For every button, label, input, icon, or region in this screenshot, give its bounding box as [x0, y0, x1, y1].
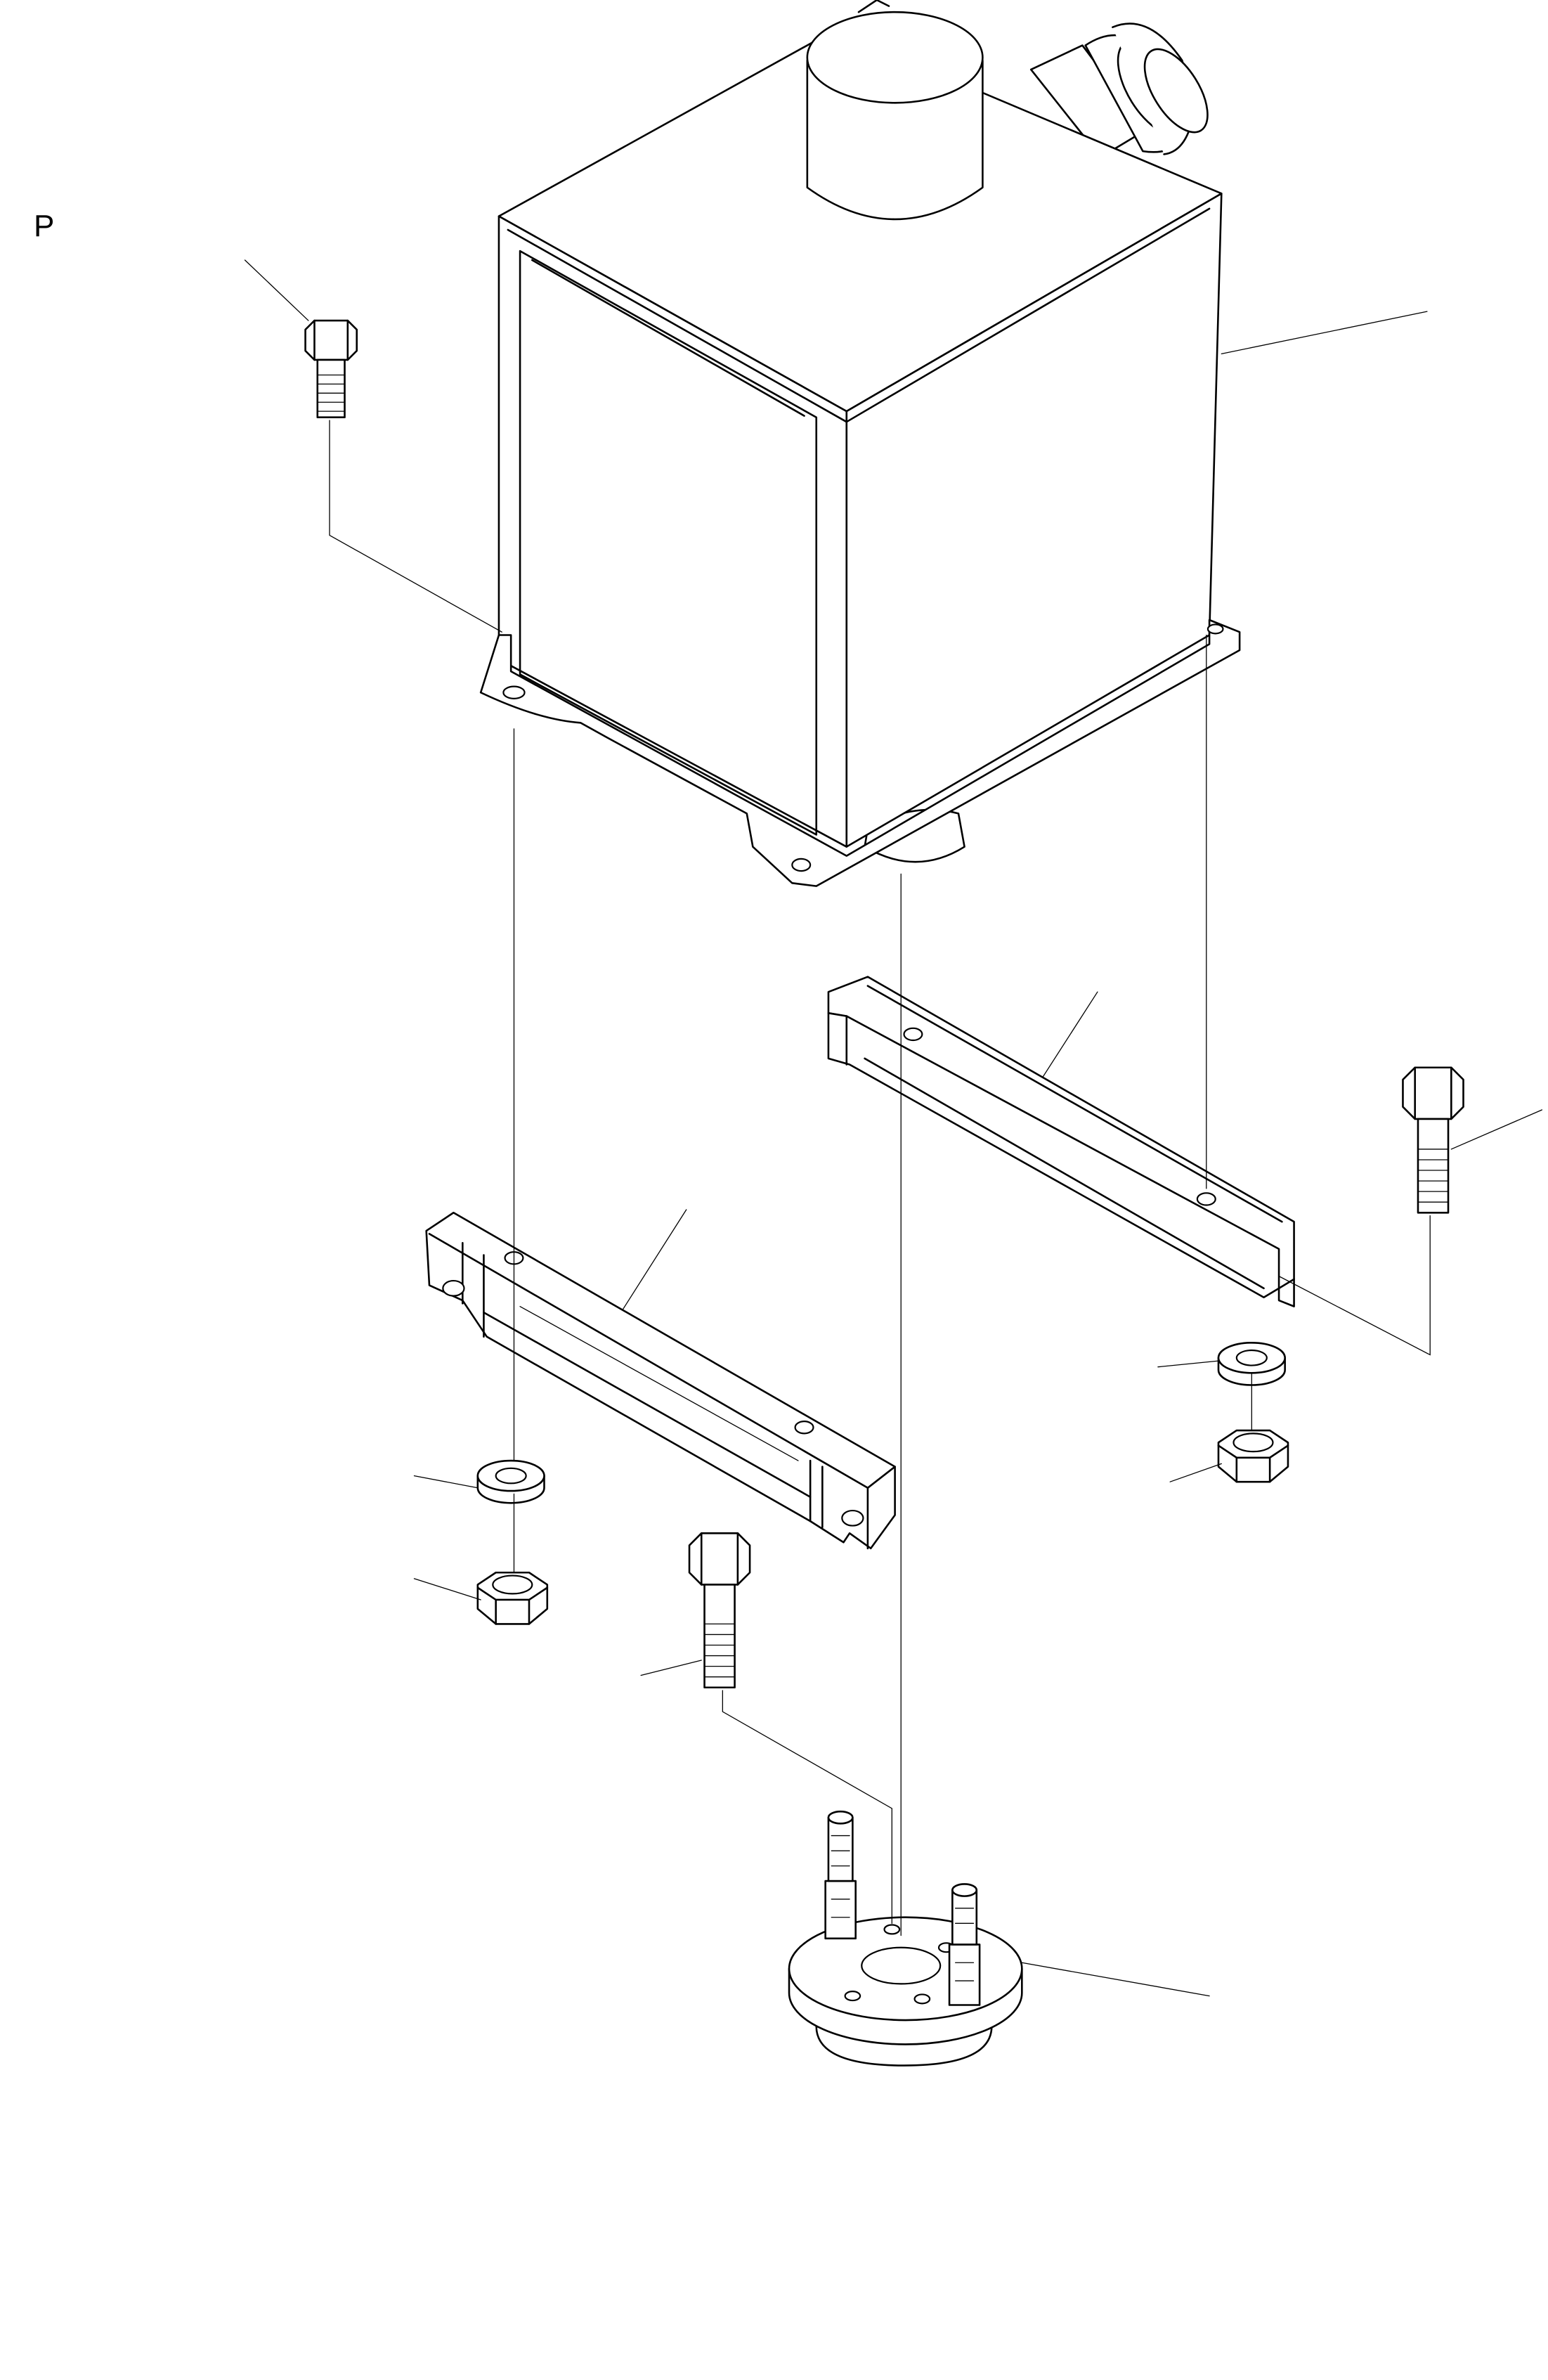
nut [1218, 1430, 1288, 1482]
mount-flange [789, 1811, 1022, 2065]
view-label: P [34, 209, 55, 243]
bracket-right [828, 977, 1294, 1307]
side-fitting [1031, 24, 1220, 157]
nut [478, 1572, 547, 1624]
leader-lines [245, 260, 1542, 1996]
bolt [306, 321, 357, 418]
assembly-lines [330, 420, 1430, 1936]
top-cap [807, 0, 983, 219]
washer [478, 1461, 545, 1503]
tank [481, 0, 1240, 886]
bolt [1403, 1068, 1463, 1213]
bracket-left [427, 1212, 895, 1548]
bolt [689, 1533, 750, 1687]
